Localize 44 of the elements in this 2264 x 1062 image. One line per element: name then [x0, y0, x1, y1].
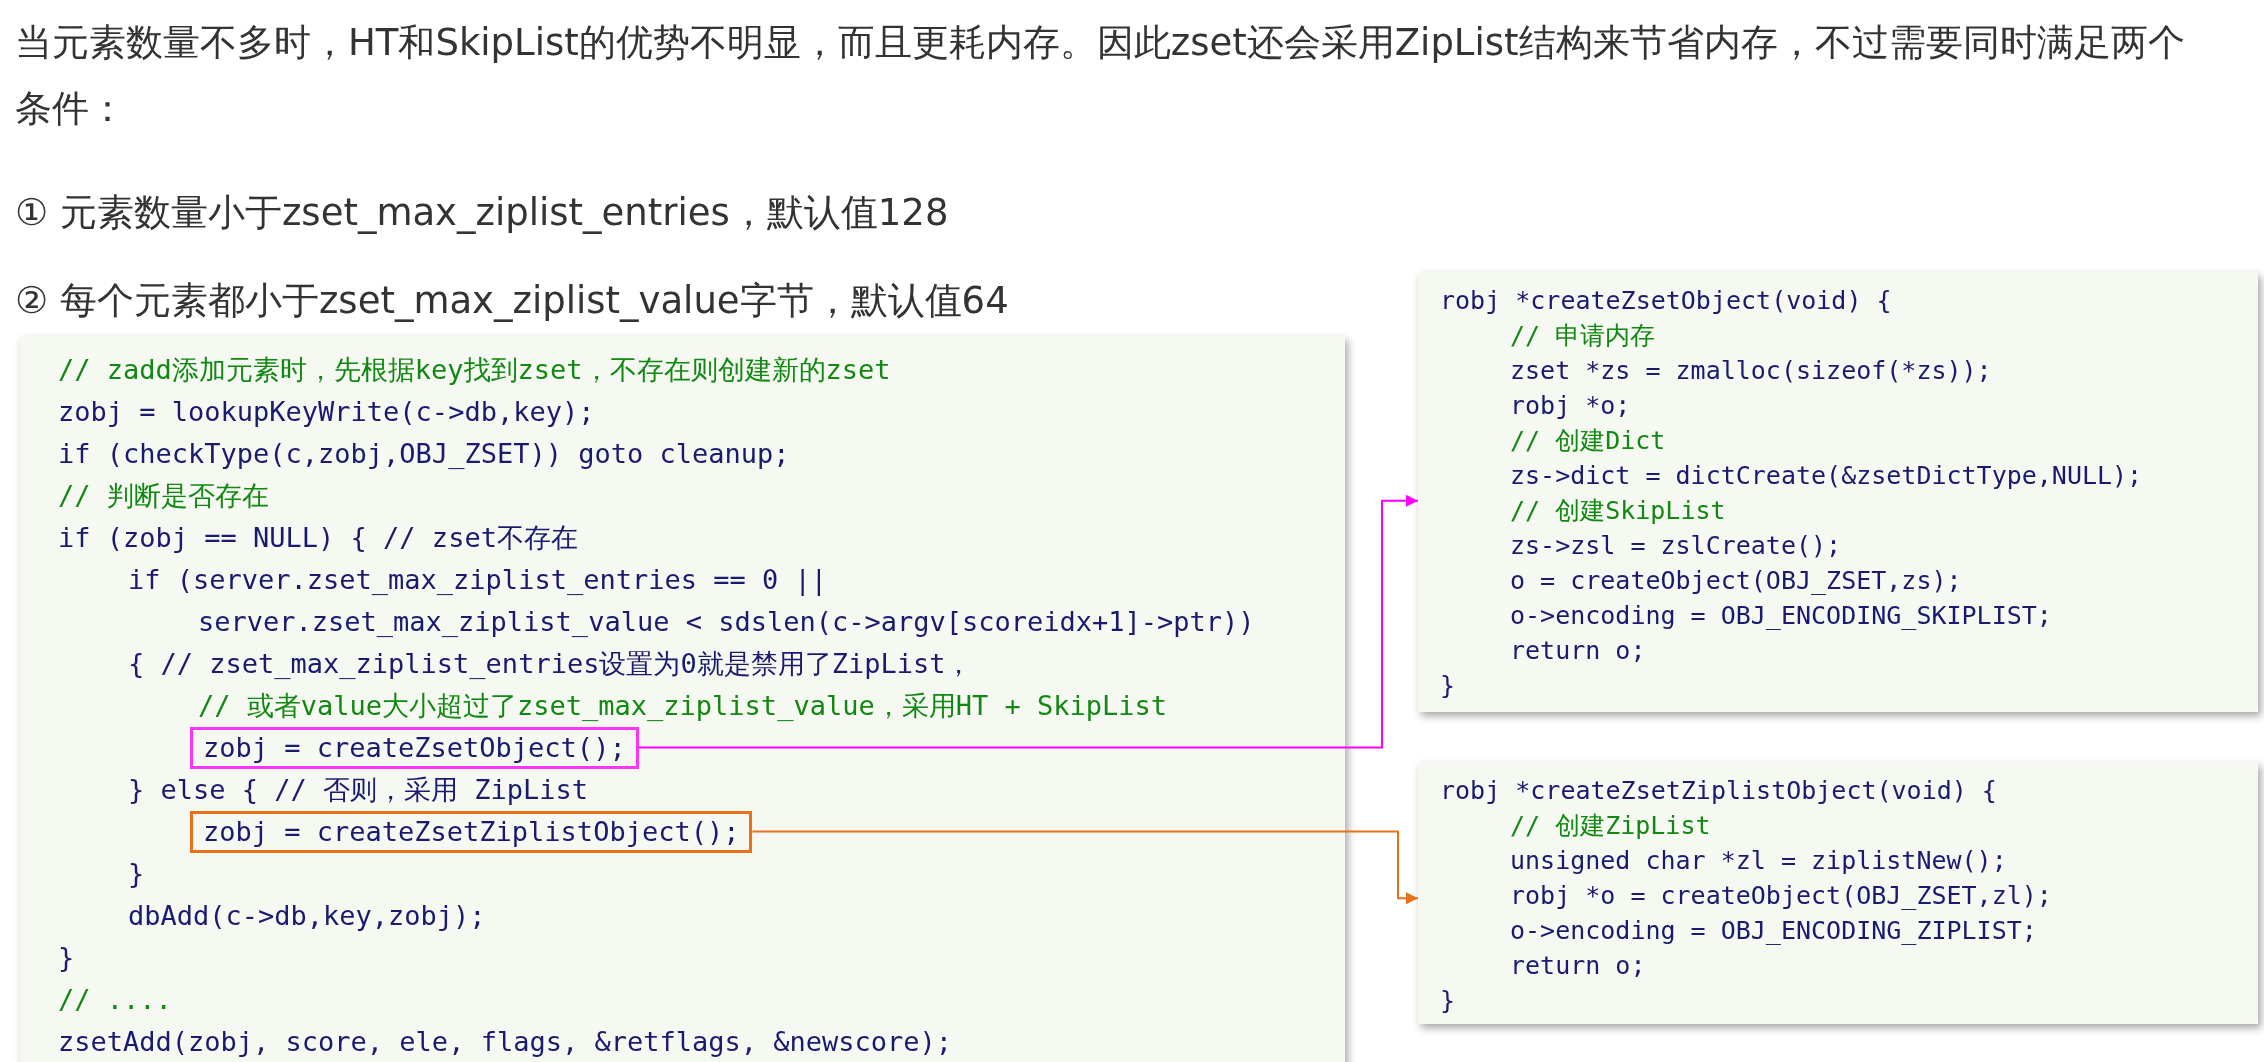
code-line: } — [1440, 984, 1456, 1017]
code-line: return o; — [1510, 634, 1646, 667]
code-line: o->encoding = OBJ_ENCODING_ZIPLIST; — [1510, 914, 2037, 947]
code-panel — [20, 336, 1345, 1062]
code-line: zset *zs = zmalloc(sizeof(*zs)); — [1510, 354, 1992, 387]
code-line: robj *o; — [1510, 389, 1631, 422]
list-item: ② 每个元素都小于zset_max_ziplist_value字节，默认值64 — [15, 278, 1010, 324]
code-line: } — [58, 940, 75, 975]
code-line: zs->zsl = zslCreate(); — [1510, 529, 1842, 562]
code-line: // 申请内存 — [1510, 319, 1656, 352]
code-line: return o; — [1510, 949, 1646, 982]
code-line: if (server.zset_max_ziplist_entries == 0 || — [128, 562, 827, 598]
code-line: if (checkType(c,zobj,OBJ_ZSET)) goto cleanup; — [58, 436, 790, 471]
code-line: // 或者value大小超过了zset_max_ziplist_value，采用HT + SkipList — [198, 688, 1167, 723]
code-line: // 创建Dict — [1510, 424, 1666, 457]
code-line: server.zset_max_ziplist_value < sdslen(c->argv[scoreidx+1]->ptr)) — [198, 604, 1255, 639]
code-line: dbAdd(c->db,key,zobj); — [128, 898, 486, 933]
code-line: // 创建SkipList — [1510, 494, 1726, 527]
code-line: // zadd添加元素时，先根据key找到zset，不存在则创建新的zset — [58, 352, 891, 387]
highlighted-code: zobj = createZsetZiplistObject(); — [190, 810, 753, 853]
code-line: zsetAdd(zobj, score, ele, flags, &retflags, &newscore); — [58, 1024, 953, 1059]
code-line: o = createObject(OBJ_ZSET,zs); — [1510, 564, 1962, 597]
code-line: // .... — [58, 982, 172, 1017]
code-line: } else { // 否则，采用 ZipList — [128, 772, 589, 807]
paragraph: 当元素数量不多时，HT和SkipList的优势不明显，而且更耗内存。因此zset还会采用ZipList结构来节省内存，不过需要同时满足两个条件： — [15, 20, 2186, 132]
highlighted-code: zobj = createZsetObject(); — [190, 726, 639, 769]
code-panel — [1418, 762, 2258, 1024]
list-item: ① 元素数量小于zset_max_ziplist_entries，默认值128 — [15, 190, 950, 236]
arrow — [751, 830, 1419, 905]
code-line: robj *o = createObject(OBJ_ZSET,zl); — [1510, 879, 2052, 912]
code-line: { // zset_max_ziplist_entries设置为0就是禁用了ZipList， — [128, 646, 973, 681]
code-line: if (zobj == NULL) { // zset不存在 — [58, 520, 578, 555]
code-line: // 创建ZipList — [1510, 809, 1711, 842]
code-line: robj *createZsetZiplistObject(void) { — [1440, 774, 1997, 807]
arrow — [637, 494, 1419, 749]
code-line: // 判断是否存在 — [58, 478, 269, 513]
code-line: } — [128, 856, 145, 891]
code-line: } — [1440, 669, 1456, 702]
code-line: robj *createZsetObject(void) { — [1440, 284, 1892, 317]
code-line: zs->dict = dictCreate(&zsetDictType,NULL); — [1510, 459, 2143, 492]
code-line: unsigned char *zl = ziplistNew(); — [1510, 844, 2007, 877]
code-panel — [1418, 272, 2258, 712]
code-line: zobj = lookupKeyWrite(c->db,key); — [58, 394, 595, 429]
code-line: o->encoding = OBJ_ENCODING_SKIPLIST; — [1510, 599, 2052, 632]
